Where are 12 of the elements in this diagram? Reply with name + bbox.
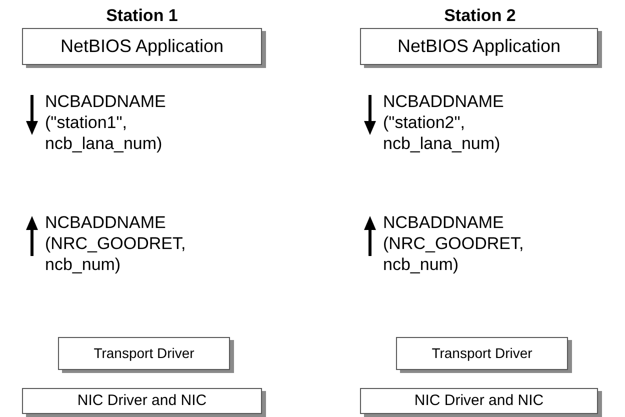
layer-label: NIC Driver and NIC [414,390,544,411]
layer-label: Transport Driver [94,344,194,363]
station-heading: Station 1 [106,5,178,27]
call-text: NCBADDNAME (NRC_GOODRET, ncb_num) [383,212,523,275]
layer-label: NetBIOS Application [397,35,561,58]
call-text: NCBADDNAME (NRC_GOODRET, ncb_num) [45,212,185,275]
call-text: NCBADDNAME ("station1", ncb_lana_num) [45,91,167,154]
layer-label: Transport Driver [432,344,532,363]
call-text: NCBADDNAME ("station2", ncb_lana_num) [383,91,505,154]
layer-label: NIC Driver and NIC [77,390,207,411]
station-heading: Station 2 [444,5,516,27]
layer-label: NetBIOS Application [60,35,224,58]
